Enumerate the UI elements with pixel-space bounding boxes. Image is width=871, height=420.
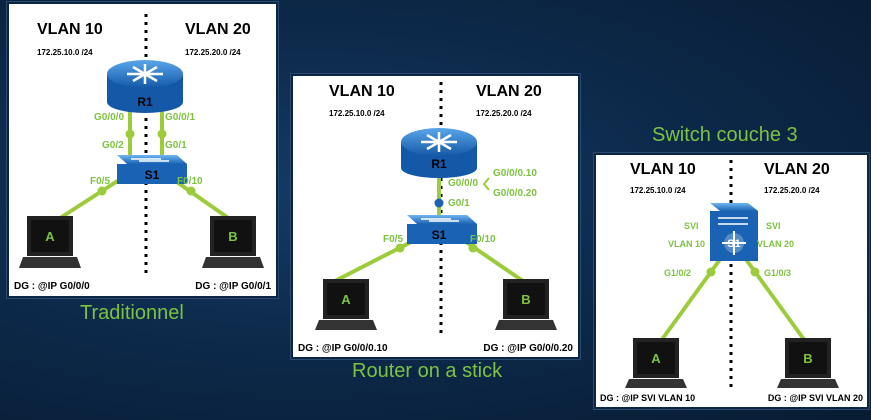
svi-left-label: SVI	[684, 221, 699, 231]
diagram-router-on-a-stick-panel: VLAN 10 VLAN 20 172.25.10.0 /24 172.25.2…	[291, 74, 580, 359]
port-label-f010: F0/10	[177, 176, 203, 187]
port-label-g102: G1/0/2	[664, 268, 691, 278]
vlan-left-title: VLAN 10	[329, 83, 395, 100]
port-label-g01: G0/1	[165, 140, 187, 151]
router-label: R1	[431, 157, 447, 171]
laptop-icon	[777, 338, 839, 388]
gateway-left: DG : @IP SVI VLAN 10	[600, 393, 695, 403]
port-dot	[434, 198, 444, 208]
host-a-label: A	[45, 229, 55, 244]
vlan-right-network: 172.25.20.0 /24	[185, 48, 241, 57]
diagram-layer3-switch-panel: VLAN 10 VLAN 20 172.25.10.0 /24 172.25.2…	[594, 153, 869, 409]
layer3-switch-icon	[710, 203, 758, 261]
gateway-left: DG : @IP G0/0/0.10	[298, 343, 388, 354]
gateway-left: DG : @IP G0/0/0	[14, 281, 90, 292]
subinterface-20: G0/0/0.20	[493, 188, 537, 199]
port-label-f05: F0/5	[90, 176, 110, 187]
router-icon	[401, 128, 477, 178]
router-icon	[107, 60, 183, 113]
switch-icon	[407, 215, 477, 244]
gateway-right: DG : @IP G0/0/1	[195, 281, 271, 292]
svi-right-label: SVI	[766, 221, 781, 231]
port-dot	[186, 186, 196, 196]
vlan-left-network: 172.25.10.0 /24	[630, 186, 686, 195]
port-label-f010: F0/10	[470, 234, 496, 245]
host-a-label: A	[341, 292, 351, 307]
switch-label: S1	[727, 238, 740, 250]
laptop-icon	[315, 279, 377, 330]
switch-icon	[117, 155, 187, 184]
port-dot	[395, 243, 405, 253]
laptop-icon	[625, 338, 687, 388]
caption-router-on-a-stick: Router on a stick	[352, 360, 503, 382]
port-dot	[750, 267, 760, 277]
vlan-right-title: VLAN 20	[476, 83, 542, 100]
laptop-icon	[495, 279, 557, 330]
caption-layer3-switch: Switch couche 3	[652, 124, 798, 146]
vlan-right-title: VLAN 20	[764, 161, 830, 178]
host-b-label: B	[803, 351, 812, 366]
host-b-label: B	[521, 292, 530, 307]
router-label: R1	[137, 95, 153, 109]
diagram-layer3-switch-canvas: VLAN 10 VLAN 20 172.25.10.0 /24 172.25.2…	[600, 160, 863, 403]
port-label-g01: G0/1	[448, 198, 470, 209]
port-label-g001: G0/0/1	[165, 112, 195, 123]
port-label-f05: F0/5	[383, 234, 403, 245]
svi-right-vlan: VLAN 20	[757, 239, 794, 249]
caption-traditional: Traditionnel	[80, 302, 184, 324]
gateway-right: DG : @IP SVI VLAN 20	[768, 393, 863, 403]
vlan-left-title: VLAN 10	[630, 161, 696, 178]
host-a-label: A	[651, 351, 661, 366]
laptop-icon	[202, 216, 264, 268]
switch-label: S1	[145, 168, 160, 182]
vlan-left-title: VLAN 10	[37, 21, 103, 38]
port-label-g000: G0/0/0	[448, 178, 478, 189]
subinterface-bracket	[482, 177, 490, 191]
gateway-right: DG : @IP G0/0/0.20	[483, 343, 573, 354]
vlan-right-title: VLAN 20	[185, 21, 251, 38]
port-dot	[468, 243, 478, 253]
host-b-label: B	[228, 229, 237, 244]
switch-label: S1	[432, 228, 447, 242]
port-dot	[97, 186, 107, 196]
port-dot	[706, 267, 716, 277]
diagram-traditional-canvas: VLAN 10 VLAN 20 172.25.10.0 /24 172.25.2…	[14, 14, 271, 292]
link-s1-host-b	[172, 178, 236, 224]
diagram-router-on-a-stick-canvas: VLAN 10 VLAN 20 172.25.10.0 /24 172.25.2…	[298, 82, 573, 354]
diagram-traditional-panel: VLAN 10 VLAN 20 172.25.10.0 /24 172.25.2…	[7, 2, 278, 298]
port-label-g103: G1/0/3	[764, 268, 791, 278]
svi-left-vlan: VLAN 10	[668, 239, 705, 249]
vlan-left-network: 172.25.10.0 /24	[329, 109, 385, 118]
port-dot	[125, 129, 135, 139]
port-dot	[157, 129, 167, 139]
port-label-g000: G0/0/0	[94, 112, 124, 123]
link-s1-host-a	[52, 178, 121, 224]
vlan-left-network: 172.25.10.0 /24	[37, 48, 93, 57]
port-label-g02: G0/2	[102, 140, 124, 151]
laptop-icon	[19, 216, 81, 268]
vlan-right-network: 172.25.20.0 /24	[476, 109, 532, 118]
subinterface-10: G0/0/0.10	[493, 168, 537, 179]
vlan-right-network: 172.25.20.0 /24	[764, 186, 820, 195]
